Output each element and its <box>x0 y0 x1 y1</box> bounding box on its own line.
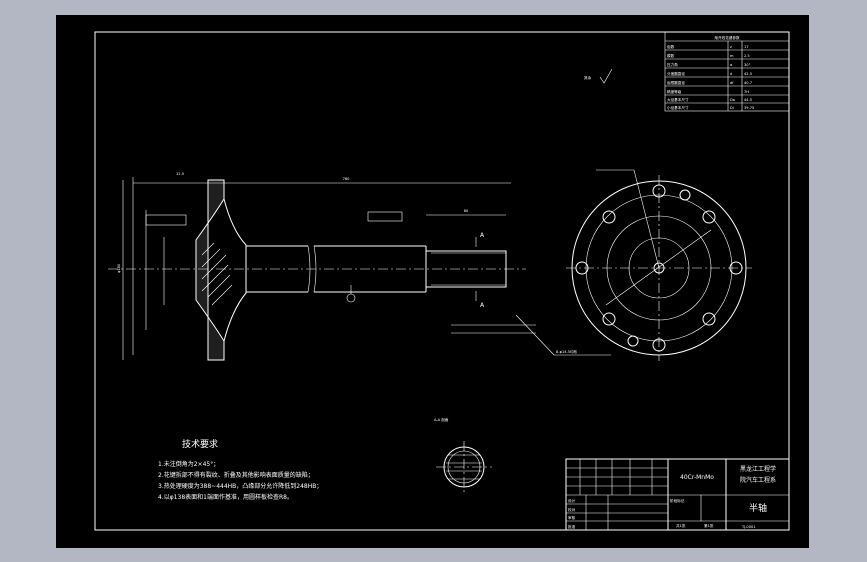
spline-row-value: 42.5 <box>744 72 752 76</box>
spline-table-header: 渐开线花键参数 <box>714 35 740 40</box>
dimension-lines: 760 80 φ180 8-φ14.5均布 12.5 <box>117 172 611 360</box>
spline-row-name: 分度圆直径 <box>667 71 685 76</box>
spline-row-value: 44.5 <box>744 98 752 102</box>
tech-req-item: 3.热处理硬度为388~444HB，凸缘部分允许降低到248HB； <box>158 482 322 490</box>
tech-req-title: 技术要求 <box>182 438 218 450</box>
section-label: A-A 剖面 <box>434 417 449 422</box>
spline-row-value: 7H <box>744 90 749 94</box>
tech-req-item: 1.未注倒角为2×45°； <box>158 460 219 468</box>
school-line1: 黑龙江工程学 <box>740 465 776 473</box>
spline-row-symbol: Di <box>730 106 734 110</box>
school-line2: 院汽车工程系 <box>740 476 776 484</box>
svg-text:其余: 其余 <box>584 75 592 80</box>
material-text: 40Cr-MnMo <box>680 474 714 481</box>
flange-outline <box>195 179 225 361</box>
part-name: 半轴 <box>749 502 767 514</box>
spline-row-name: 大径基本尺寸 <box>667 97 689 102</box>
technical-requirements: 技术要求 1.未注倒角为2×45°； 2.花键拆部不得有裂纹、折叠及其他影响表面… <box>158 438 322 501</box>
spline-row-name: 模数 <box>667 53 675 58</box>
spline-row-value: 17 <box>744 45 749 49</box>
spline-length-dim: 80 <box>464 209 469 213</box>
spline-row-value: 40.7 <box>744 81 752 85</box>
svg-text:A: A <box>480 232 485 239</box>
half-shaft-main-view: A A <box>108 179 526 361</box>
general-roughness-symbol: 其余 <box>584 68 613 84</box>
spline-row-name: 小径基本尺寸 <box>667 105 689 110</box>
break-line <box>307 245 311 293</box>
spline-row-name: 压力角 <box>667 62 678 67</box>
spline-row-symbol: df <box>730 81 734 85</box>
title-block: 40Cr-MnMo 黑龙江工程学 院汽车工程系 半轴 TJ-0001 设计 校对… <box>565 458 790 531</box>
roughness-value: 12.5 <box>176 172 184 176</box>
spline-row-symbol: α <box>730 63 733 67</box>
flange-end-view <box>566 169 752 361</box>
spline-row-value: 30° <box>744 63 751 67</box>
section-hatch <box>201 242 233 306</box>
tech-req-item: 2.花键拆部不得有裂纹、折叠及其他影响表面质量的缺陷； <box>158 471 314 479</box>
datum-symbol <box>346 293 356 303</box>
spline-row-value: 39.75 <box>744 106 754 110</box>
flange-hub <box>223 198 247 342</box>
spline-row-value: 2.5 <box>744 54 750 58</box>
sheet-count: 共1张 <box>676 523 686 528</box>
title-row-label: 审核 <box>568 515 576 520</box>
overall-length-dim: 760 <box>343 177 351 181</box>
tolerance-frame <box>145 214 187 226</box>
spline-row-symbol: d <box>730 72 732 76</box>
drawing-sheet: 渐开线花键参数 齿数 z 17 模数 m 2.5 压力角 α 30° 分度圆直径… <box>56 15 809 548</box>
drawing-number: TJ-0001 <box>741 525 756 529</box>
tolerance-frame <box>367 211 403 222</box>
flange-diameter-dim: φ180 <box>117 263 121 273</box>
spline-row-symbol: z <box>730 45 732 49</box>
svg-text:A: A <box>480 302 485 309</box>
spline-row-name: 齿根圆直径 <box>667 80 685 85</box>
spline-row-symbol: m <box>730 54 734 58</box>
bolt-circle-dim: 8-φ14.5均布 <box>556 349 578 354</box>
spline-row-symbol: Da <box>730 98 735 102</box>
title-row-label: 批准 <box>568 524 576 529</box>
spline-row-name: 齿数 <box>667 44 675 49</box>
sheet-index: 第1张 <box>704 523 714 528</box>
drawing-canvas: 渐开线花键参数 齿数 z 17 模数 m 2.5 压力角 α 30° 分度圆直径… <box>94 31 790 531</box>
spline-parameter-table: 渐开线花键参数 齿数 z 17 模数 m 2.5 压力角 α 30° 分度圆直径… <box>664 31 790 112</box>
section-a-a-view: A-A 剖面 <box>434 417 492 493</box>
title-row-label: 校对 <box>568 507 576 512</box>
title-row-label: 设计 <box>568 498 576 503</box>
stage-mark: 阶段标记 <box>670 498 685 503</box>
drawing-frame <box>94 31 790 531</box>
tech-req-item: 4.以φ138表面和1端面作基准，用圆样板检查R8。 <box>158 493 293 501</box>
spline-row-name: 精度等级 <box>667 89 682 94</box>
